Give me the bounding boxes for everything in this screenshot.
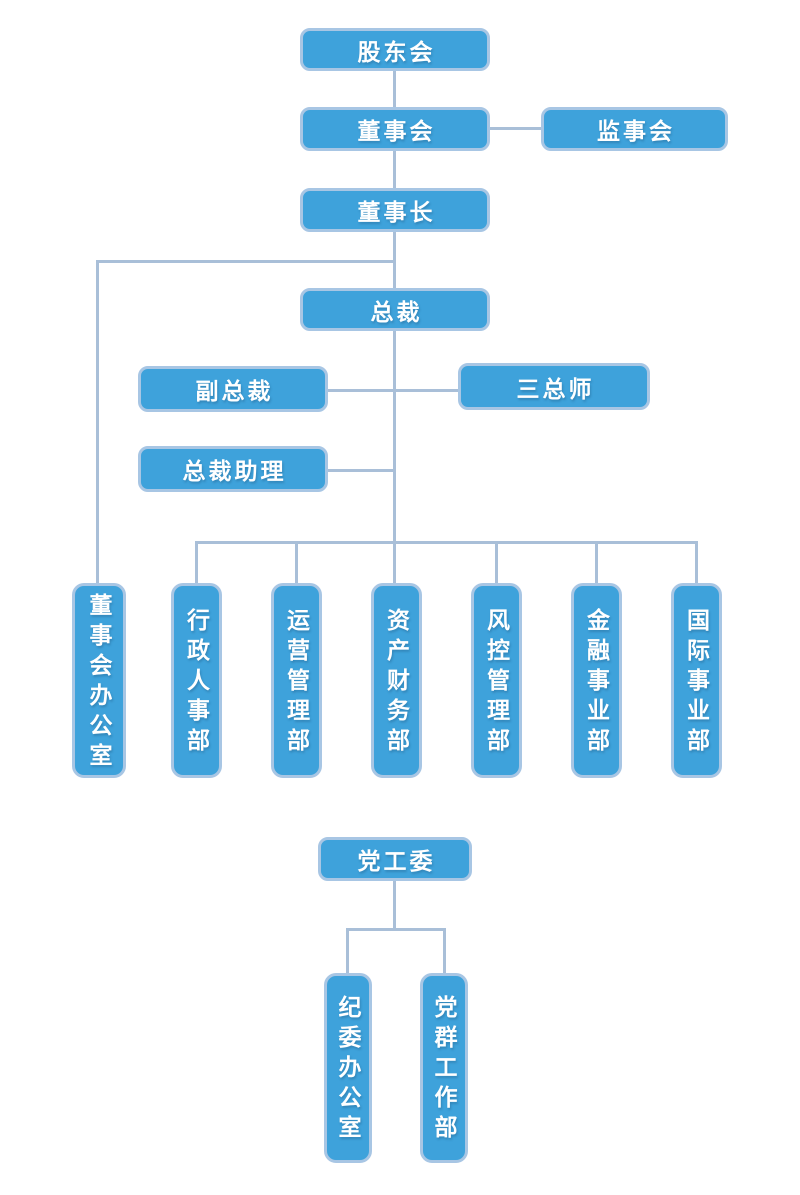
connector-line: [393, 70, 396, 108]
connector-line: [490, 127, 541, 130]
connector-line: [295, 541, 298, 583]
node-operations: 运营管理部: [271, 583, 322, 778]
node-three-chiefs: 三总师: [458, 363, 650, 410]
connector-line: [195, 541, 698, 544]
node-board-office: 董事会办公室: [72, 583, 126, 778]
connector-line: [328, 469, 396, 472]
node-party-committee: 党工委: [318, 837, 472, 881]
node-party-mass-work: 党群工作部: [420, 973, 468, 1163]
connector-line: [346, 928, 349, 973]
connector-line: [393, 331, 396, 583]
connector-line: [393, 881, 396, 930]
node-shareholders: 股东会: [300, 28, 490, 71]
node-president: 总裁: [300, 288, 490, 331]
node-vice-president: 副总裁: [138, 366, 328, 412]
connector-line: [393, 151, 396, 189]
connector-line: [96, 260, 396, 263]
node-supervisory: 监事会: [541, 107, 728, 151]
node-president-assistant: 总裁助理: [138, 446, 328, 492]
node-admin-hr: 行政人事部: [171, 583, 222, 778]
node-international-business: 国际事业部: [671, 583, 722, 778]
node-risk-control: 风控管理部: [471, 583, 522, 778]
connector-line: [443, 928, 446, 973]
connector-line: [327, 389, 458, 392]
connector-line: [346, 928, 446, 931]
connector-line: [96, 260, 99, 583]
connector-line: [595, 541, 598, 583]
node-financial-business: 金融事业部: [571, 583, 622, 778]
connector-line: [195, 541, 198, 583]
node-discipline-office: 纪委办公室: [324, 973, 372, 1163]
node-board: 董事会: [300, 107, 490, 151]
connector-line: [495, 541, 498, 583]
node-asset-finance: 资产财务部: [371, 583, 422, 778]
connector-line: [695, 541, 698, 583]
node-chairman: 董事长: [300, 188, 490, 232]
